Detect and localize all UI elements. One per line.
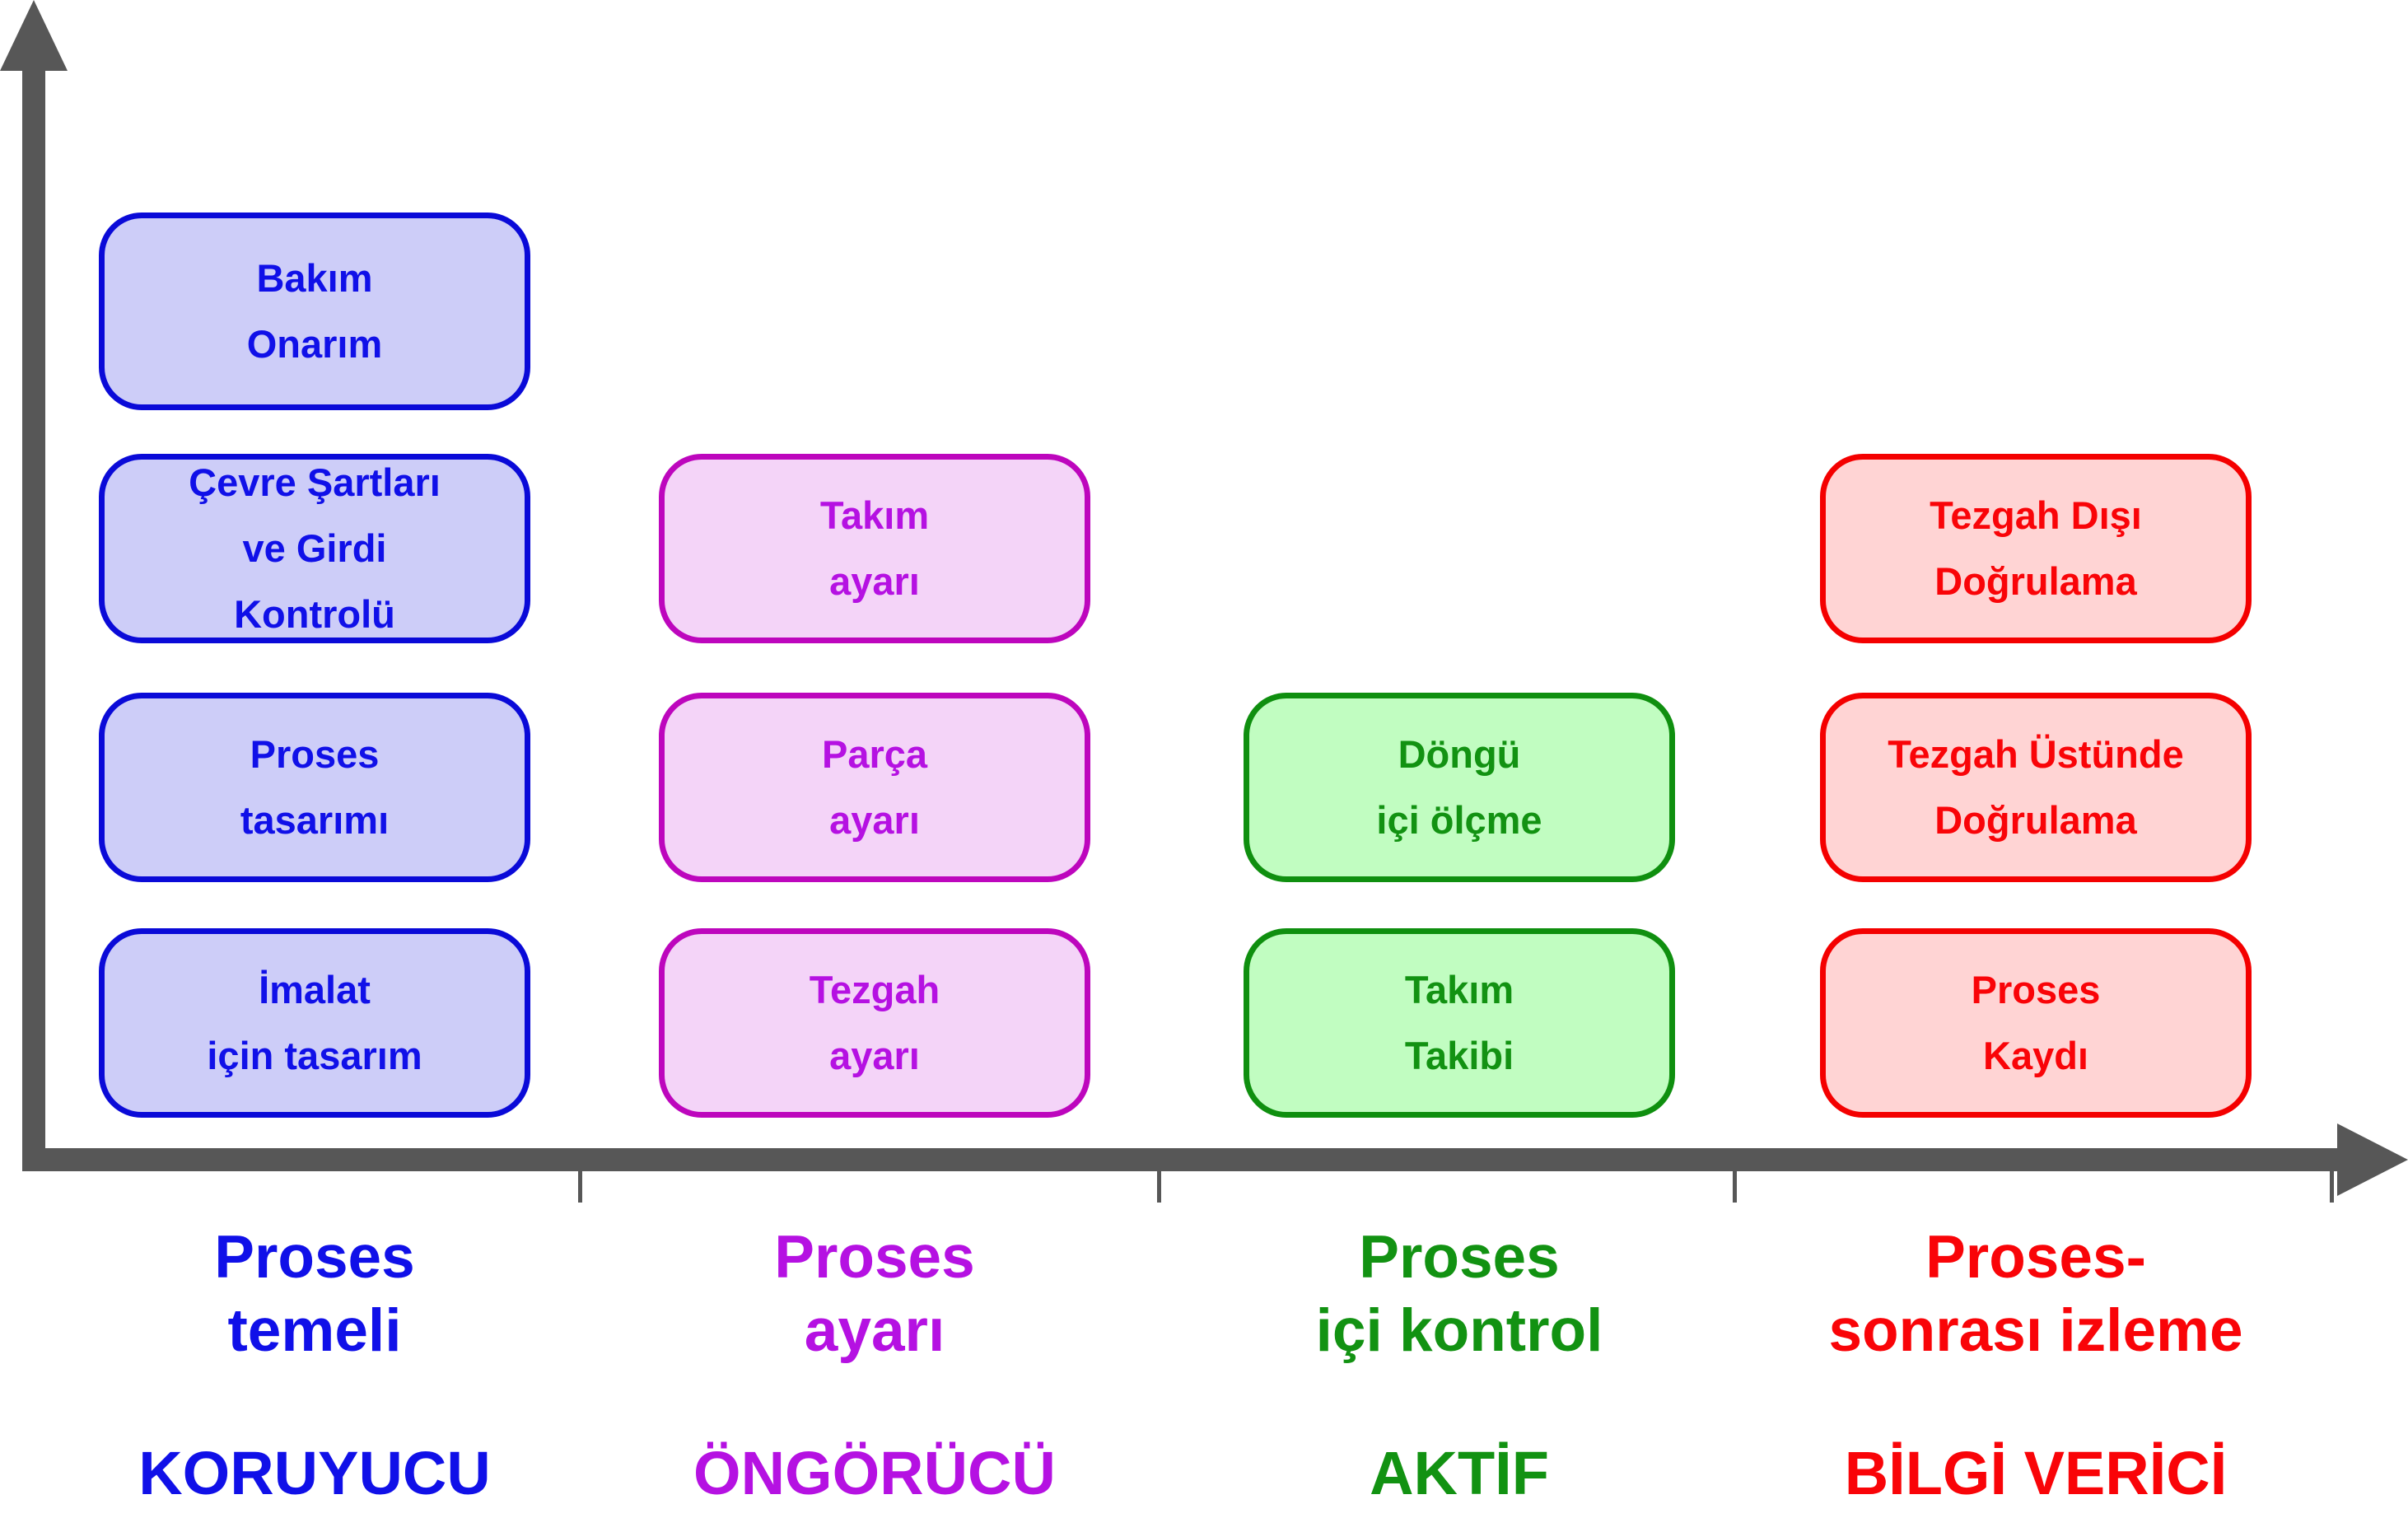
axis-label-line: içi kontrol <box>1315 1297 1603 1365</box>
box-line: Bakım <box>256 256 373 301</box>
x-axis-label-proses-ayari: Proses ayarı <box>586 1221 1163 1367</box>
box-line: Parça <box>821 732 928 777</box>
category-label-aktif: AKTİF <box>1370 1439 1549 1507</box>
box-line: Kaydı <box>1983 1034 2088 1077</box>
box-label: Takım Takibi <box>1405 957 1514 1089</box>
category-label-ongorucu: ÖNGÖRÜCÜ <box>693 1439 1056 1507</box>
box-proses-tasarimi: Proses tasarımı <box>99 693 530 882</box>
x-axis-tick <box>1157 1171 1161 1203</box>
box-line: Onarım <box>246 322 383 366</box>
box-line: Döngü <box>1398 732 1521 777</box>
axis-label-line: Proses- <box>1925 1224 2146 1291</box>
box-takim-ayari: Takım ayarı <box>659 454 1090 643</box>
box-label: Takım ayarı <box>820 483 929 614</box>
x-axis-tick <box>2330 1171 2334 1203</box>
box-label: Tezgah Dışı Doğrulama <box>1930 483 2142 614</box>
box-tezgah-ayari: Tezgah ayarı <box>659 928 1090 1118</box>
axis-label-line: Proses <box>214 1224 415 1291</box>
box-label: Tezgah ayarı <box>810 957 940 1089</box>
box-line: Kontrolü <box>234 591 395 636</box>
axis-label-line: Proses <box>1359 1224 1560 1291</box>
box-line: ayarı <box>829 1034 920 1077</box>
box-line: Proses <box>1971 968 2101 1012</box>
x-axis-arrowhead-icon <box>2337 1123 2408 1196</box>
box-label: Döngü içi ölçme <box>1376 722 1542 853</box>
x-axis-tick <box>578 1171 582 1203</box>
box-line: içi ölçme <box>1376 798 1542 842</box>
box-dongu-ici-olcme: Döngü içi ölçme <box>1244 693 1675 882</box>
box-label: Tezgah Üstünde Doğrulama <box>1888 722 2183 853</box>
box-label: Çevre Şartları ve Girdi Kontrolü <box>189 450 441 647</box>
box-line: Proses <box>250 732 380 777</box>
box-label: Proses tasarımı <box>240 722 389 853</box>
box-label: Proses Kaydı <box>1972 957 2101 1089</box>
box-proses-kaydi: Proses Kaydı <box>1820 928 2252 1118</box>
box-line: Takibi <box>1404 1034 1514 1077</box>
x-axis-tick <box>1733 1171 1737 1203</box>
box-label: İmalat için tasarım <box>207 957 422 1089</box>
x-axis-label-proses-sonrasi-izleme: Proses- sonrası izleme <box>1748 1221 2324 1367</box>
category-label-bilgi-verici: BİLGİ VERİCİ <box>1844 1439 2228 1507</box>
y-axis-arrowhead-icon <box>0 0 68 71</box>
box-cevre-sartlari-ve-girdi-kontrolu: Çevre Şartları ve Girdi Kontrolü <box>99 454 530 643</box>
x-axis-label-proses-temeli: Proses temeli <box>26 1221 603 1367</box>
box-tezgah-ustunde-dogrulama: Tezgah Üstünde Doğrulama <box>1820 693 2252 882</box>
axis-label-line: sonrası izleme <box>1828 1297 2243 1365</box>
box-line: ayarı <box>829 798 920 842</box>
x-axis <box>22 1148 2337 1171</box>
box-line: Takım <box>819 493 930 538</box>
box-line: için tasarım <box>207 1034 422 1077</box>
box-bakim-onarim: Bakım Onarım <box>99 213 530 410</box>
box-label: Parça ayarı <box>822 722 927 853</box>
box-line: Tezgah <box>809 968 940 1012</box>
box-line: ayarı <box>829 559 920 603</box>
axis-label-line: temeli <box>227 1297 402 1365</box>
y-axis <box>22 69 45 1171</box>
box-line: Doğrulama <box>1934 559 2137 603</box>
box-line: Doğrulama <box>1934 798 2137 842</box>
box-line: Çevre Şartları <box>189 460 441 505</box>
box-line: Takım <box>1404 968 1514 1012</box>
box-takim-takibi: Takım Takibi <box>1244 928 1675 1118</box>
box-label: Bakım Onarım <box>247 245 383 377</box>
axis-label-line: Proses <box>774 1224 975 1291</box>
box-line: tasarımı <box>240 798 390 842</box>
box-line: İmalat <box>259 968 371 1012</box>
box-parca-ayari: Parça ayarı <box>659 693 1090 882</box>
axis-label-line: ayarı <box>804 1297 945 1365</box>
x-axis-label-proses-ici-kontrol: Proses içi kontrol <box>1171 1221 1748 1367</box>
box-imalat-icin-tasarim: İmalat için tasarım <box>99 928 530 1118</box>
box-tezgah-disi-dogrulama: Tezgah Dışı Doğrulama <box>1820 454 2252 643</box>
box-line: Tezgah Üstünde <box>1888 732 2184 777</box>
box-line: Tezgah Dışı <box>1930 493 2142 538</box>
box-line: ve Girdi <box>242 526 387 571</box>
category-label-koruyucu: KORUYUCU <box>138 1439 491 1507</box>
